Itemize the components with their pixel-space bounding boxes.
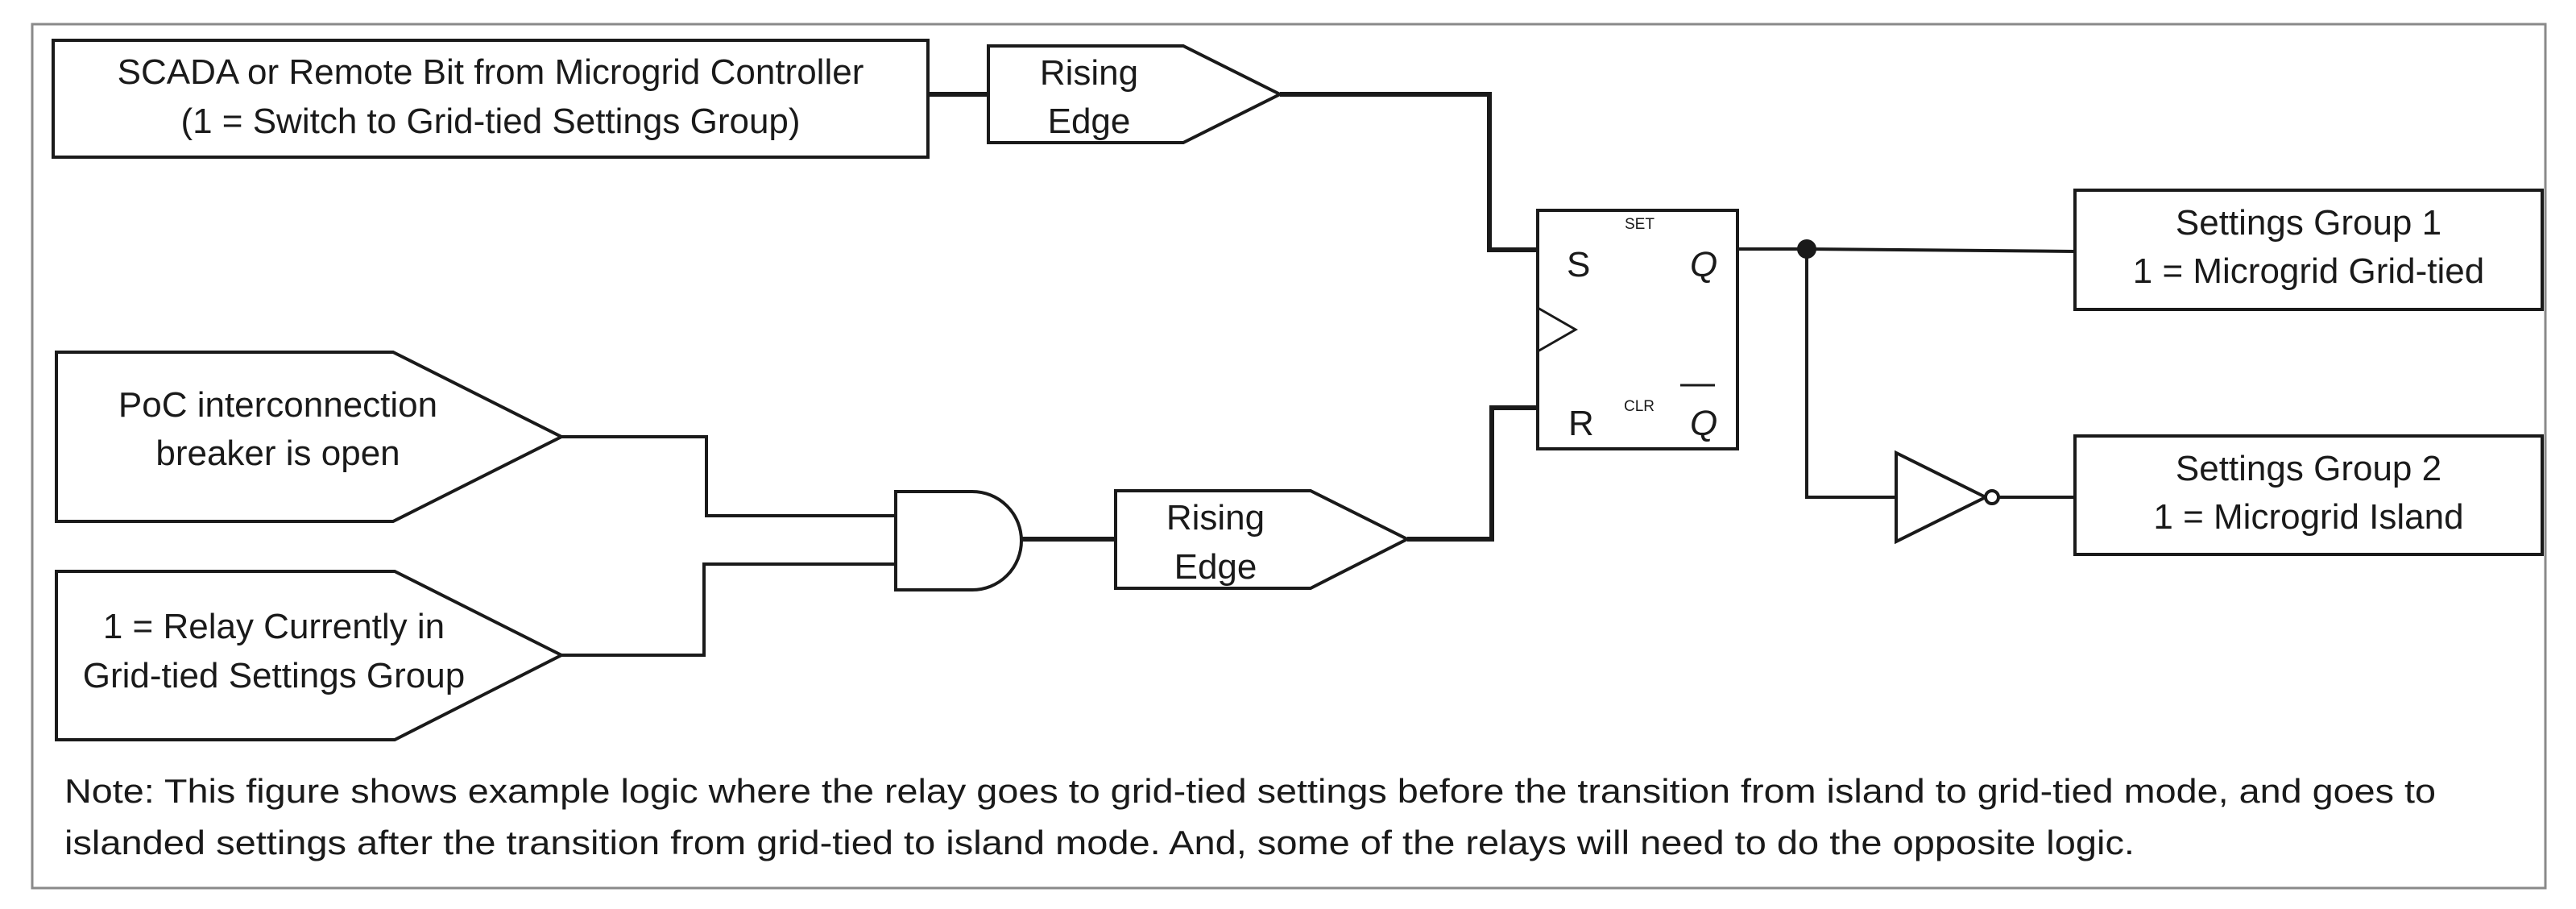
scada-input-block: SCADA or Remote Bit from Microgrid Contr… bbox=[52, 39, 930, 159]
not-gate-bubble bbox=[1984, 489, 2000, 505]
flipflop-r-pin: R bbox=[1568, 404, 1594, 443]
rising-edge-bottom-block: Rising Edge bbox=[1114, 489, 1411, 590]
settings-group2-block: Settings Group 2 1 = Microgrid Island bbox=[2073, 434, 2544, 556]
diagram-frame bbox=[31, 23, 2547, 890]
flipflop-qbar-pin: Q bbox=[1690, 404, 1717, 443]
wire-junction-to-inverter bbox=[1805, 249, 1896, 499]
relay-label-line1: 1 = Relay Currently in bbox=[103, 607, 445, 646]
group1-label-line2: 1 = Microgrid Grid-tied bbox=[2133, 251, 2484, 291]
note-line2: islanded settings after the transition f… bbox=[64, 824, 2135, 861]
poc-input-shape bbox=[55, 351, 565, 523]
relay-input-block: 1 = Relay Currently in Grid-tied Setting… bbox=[55, 570, 565, 741]
poc-input-block: PoC interconnection breaker is open bbox=[55, 351, 565, 523]
clock-triangle bbox=[1537, 306, 1579, 353]
group2-label-line1: Settings Group 2 bbox=[2176, 449, 2441, 488]
rising-edge-top-block: Rising Edge bbox=[987, 44, 1284, 144]
flipflop-s-pin: S bbox=[1567, 245, 1590, 284]
wires bbox=[561, 92, 2076, 657]
settings-group1-block: Settings Group 1 1 = Microgrid Grid-tied bbox=[2073, 189, 2544, 311]
settings-group2-box bbox=[2073, 434, 2544, 556]
wire-relay-to-and bbox=[561, 562, 896, 657]
group2-label-line2: 1 = Microgrid Island bbox=[2153, 497, 2463, 537]
wire-rising-edge-to-reset bbox=[1407, 405, 1538, 542]
scada-input-box bbox=[52, 39, 930, 159]
settings-group1-box bbox=[2073, 189, 2544, 311]
rising-edge-bottom-line2: Edge bbox=[1174, 547, 1257, 587]
scada-label-line2: (1 = Switch to Grid-tied Settings Group) bbox=[180, 102, 800, 141]
rising-edge-bottom-line1: Rising bbox=[1166, 498, 1265, 538]
wire-q-to-group1 bbox=[1737, 247, 2076, 253]
relay-input-shape bbox=[55, 570, 565, 741]
poc-label-line2: breaker is open bbox=[155, 434, 400, 473]
not-gate bbox=[1895, 450, 1990, 545]
poc-label-line1: PoC interconnection bbox=[118, 385, 437, 425]
sr-flipflop: S R Q Q SET CLR bbox=[1536, 209, 1739, 450]
flipflop-body bbox=[1536, 209, 1739, 450]
junction-dot bbox=[1797, 239, 1816, 259]
scada-label-line1: SCADA or Remote Bit from Microgrid Contr… bbox=[118, 52, 864, 92]
and-gate bbox=[894, 490, 1023, 591]
rising-edge-bottom-shape bbox=[1114, 489, 1411, 590]
relay-label-line2: Grid-tied Settings Group bbox=[83, 656, 465, 695]
flipflop-q-pin: Q bbox=[1690, 245, 1717, 284]
note-line1: Note: This figure shows example logic wh… bbox=[64, 772, 2436, 810]
flipflop-clr-label: CLR bbox=[1624, 398, 1655, 415]
rising-edge-top-line2: Edge bbox=[1048, 102, 1131, 141]
wire-poc-to-and bbox=[561, 435, 896, 517]
rising-edge-top-line1: Rising bbox=[1040, 53, 1138, 93]
group1-label-line1: Settings Group 1 bbox=[2176, 203, 2441, 243]
rising-edge-top-shape bbox=[987, 44, 1284, 144]
wire-rising-edge-to-set bbox=[1280, 92, 1538, 252]
flipflop-set-label: SET bbox=[1625, 216, 1655, 233]
